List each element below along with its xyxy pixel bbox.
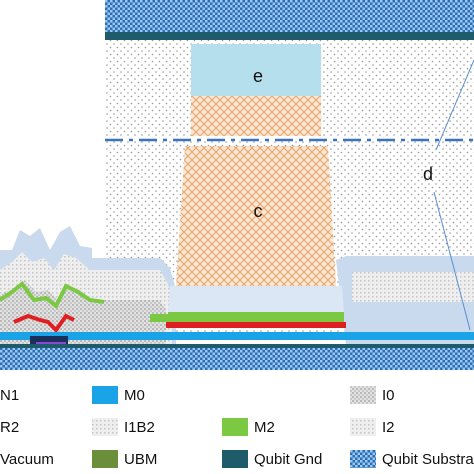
n1-pad [30,336,68,344]
top-qubit-gnd-line [105,32,474,40]
top-qubit-substrate [105,0,474,32]
legend-swatch-i2 [350,418,376,436]
legend-swatch-ubm [92,450,118,468]
left-r2-trace [13,313,75,334]
region-c-solder [176,146,336,286]
r2-layer [166,322,346,328]
legend: N1 M0 I0 R2 I1B2 M2 I2 Vacuum UBM Qubit … [0,386,474,468]
label-e: e [253,66,263,86]
right-shoulder-inner [352,272,474,302]
legend-swatch-qubit-substrate [350,450,376,468]
center-shell [168,286,344,312]
bottom-qubit-gnd [0,344,474,348]
legend-swatch-m0 [92,386,118,404]
legend-swatch-qubit-gnd [222,450,248,468]
region-e-solder [191,96,321,136]
legend-label-qubit-substrate: Qubit Substra [382,451,474,468]
legend-label-qubit-gnd: Qubit Gnd [254,451,322,468]
dimension-line-d2 [433,191,471,331]
label-d: d [423,164,433,184]
label-c: c [254,201,263,221]
legend-swatch-i0 [350,386,376,404]
m2-small-left [150,314,168,322]
legend-label-m2: M2 [254,419,275,436]
m2-layer [168,312,344,322]
region-e-pad [191,44,321,96]
legend-label-i2: I2 [382,419,395,436]
legend-label-i0: I0 [382,387,395,404]
legend-label-m0: M0 [124,387,145,404]
legend-swatch-i1b2 [92,418,118,436]
legend-swatch-m2 [222,418,248,436]
legend-label-r2: R2 [0,419,19,436]
dimension-line-d [435,59,474,151]
m0-line [0,332,474,340]
left-hump-core [0,280,166,344]
legend-label-ubm: UBM [124,451,157,468]
legend-label-vacuum: Vacuum [0,451,54,468]
legend-label-i1b2: I1B2 [124,419,155,436]
bottom-qubit-substrate [0,348,474,370]
legend-label-n1: N1 [0,387,19,404]
left-m2-trace [0,281,105,310]
